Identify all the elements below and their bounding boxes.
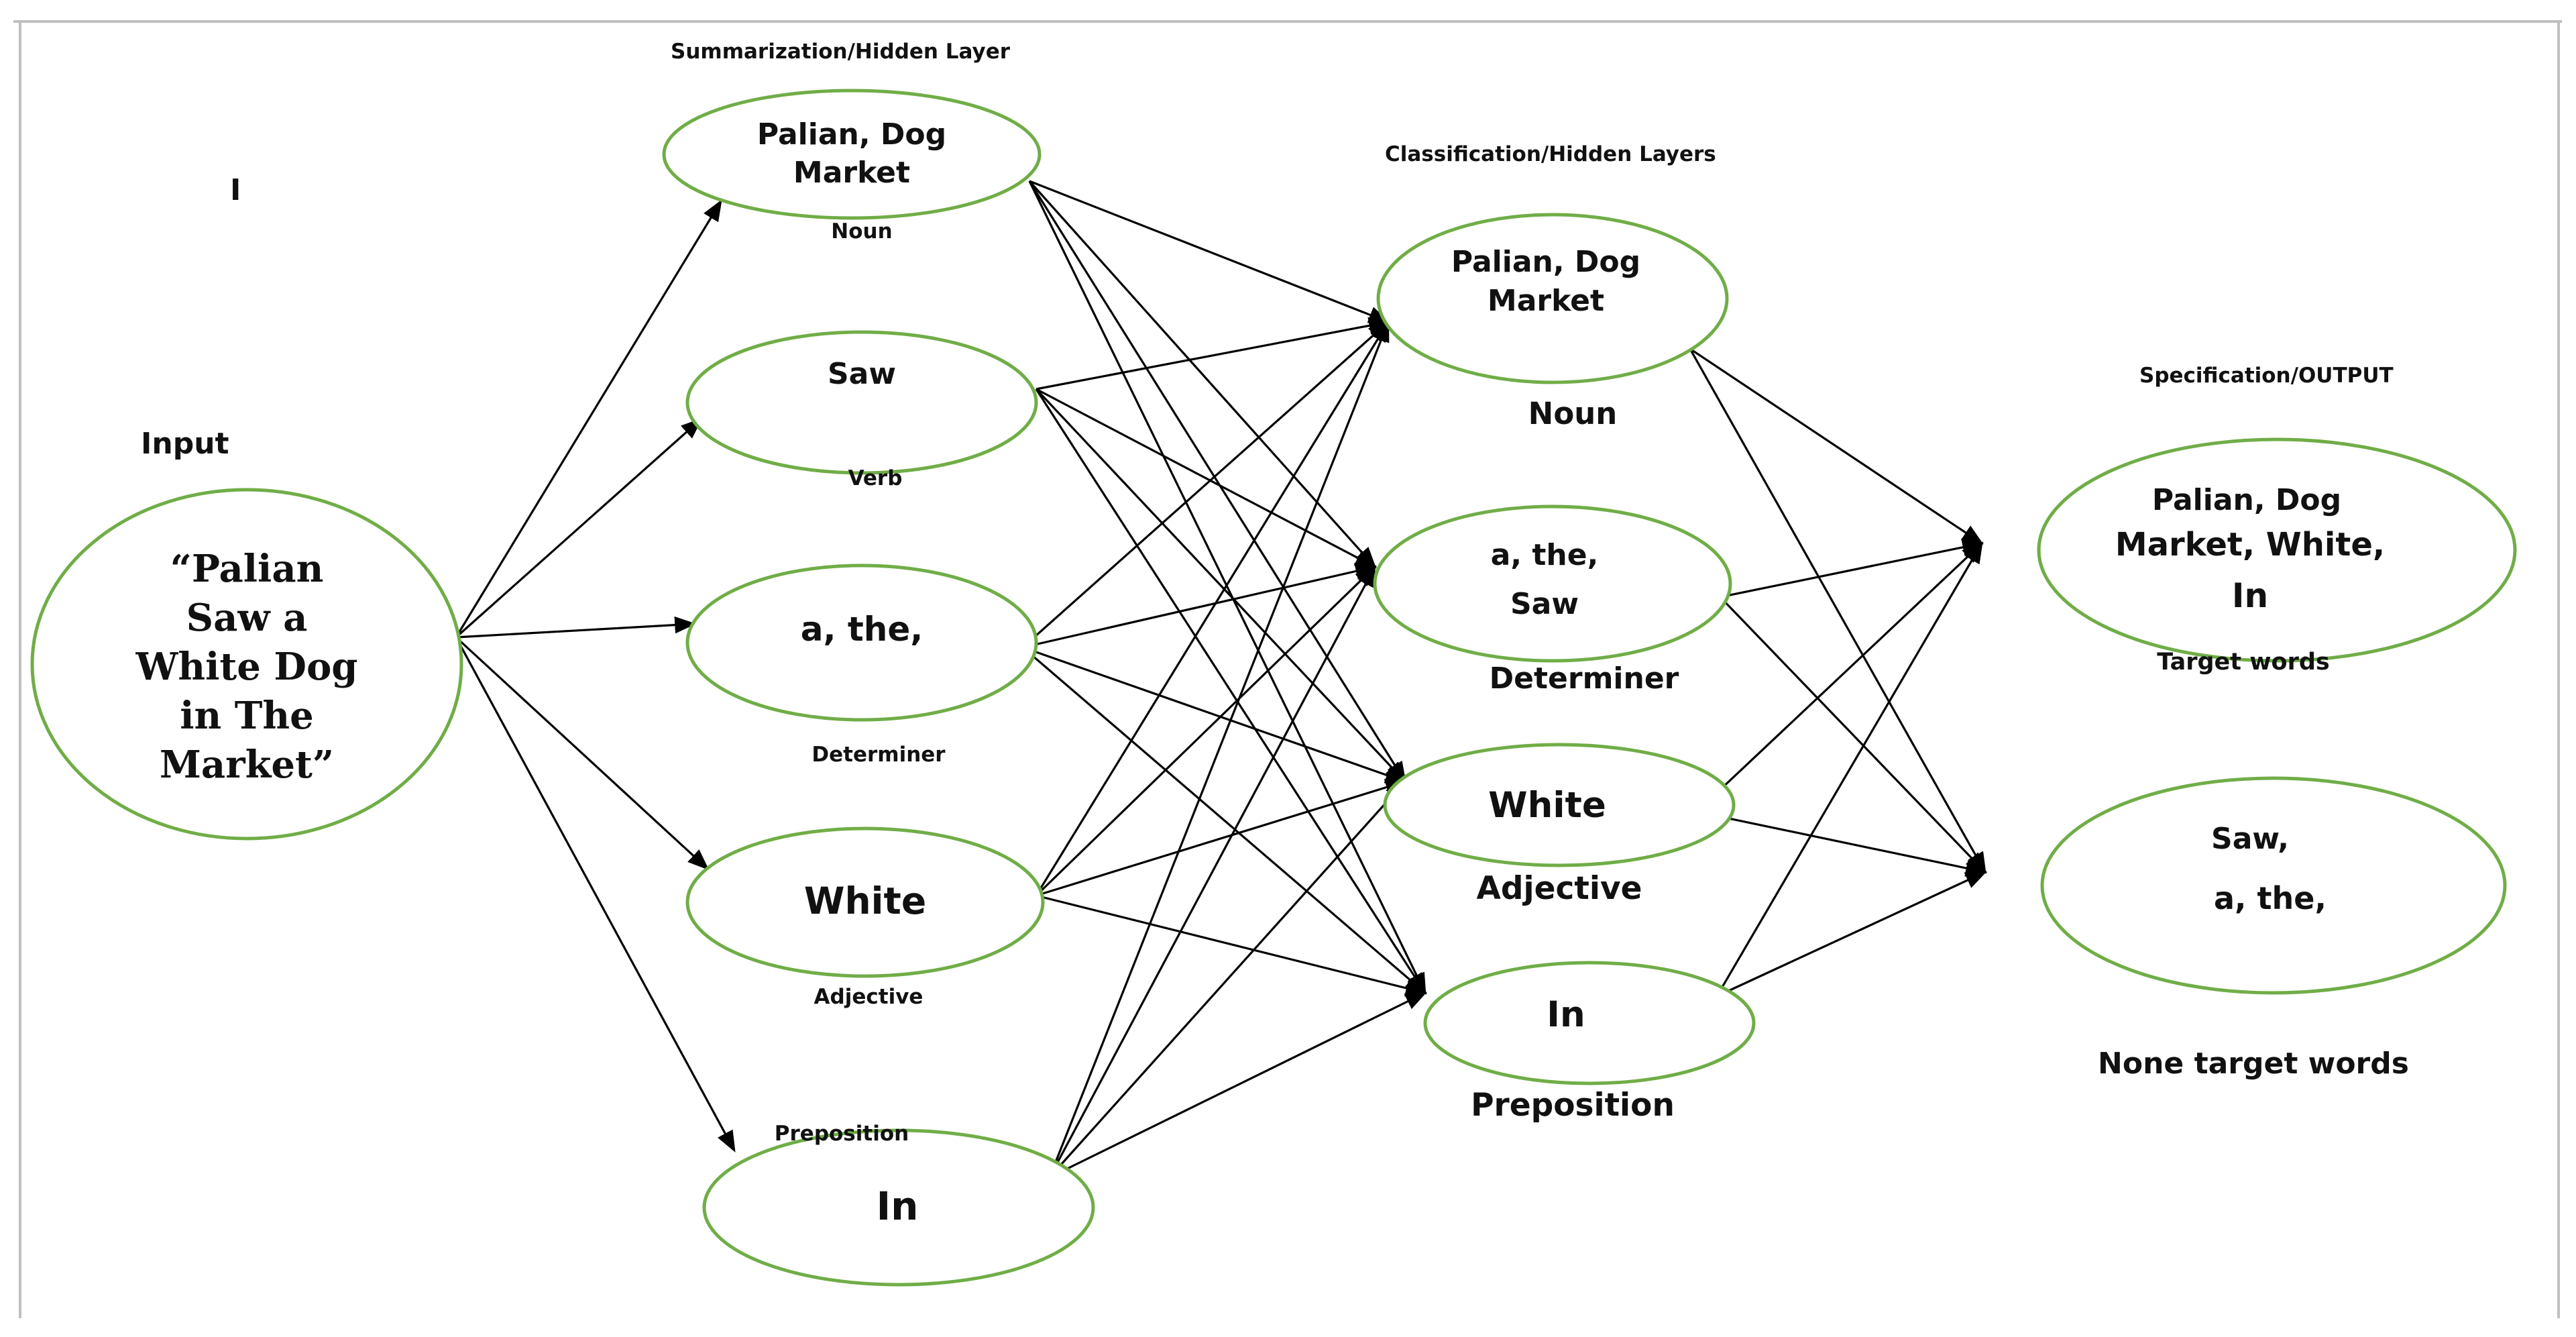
heading-input: Input <box>141 427 229 461</box>
edge-layer1-2-to-layer2-2 <box>1035 388 1377 568</box>
heading-classification: Classification/Hidden Layers <box>1385 142 1716 166</box>
layer2-determiner-tag: Determiner <box>1490 661 1679 696</box>
cursor-mark: I <box>230 173 241 207</box>
layer2-preposition-line-1: In <box>1547 994 1585 1035</box>
layer2-noun-line-1: Palian, Dog <box>1451 245 1640 279</box>
edge-layer2-3-to-output-1 <box>1695 541 1984 813</box>
edge-layer1-4-to-layer2-4 <box>1035 894 1428 997</box>
edge-layer2-1-to-output-2 <box>1689 348 1986 874</box>
input-text-line-2: Saw a <box>186 596 308 640</box>
layer2-adjective-line-1: White <box>1488 785 1606 826</box>
output-target-line-1: Palian, Dog <box>2152 483 2341 517</box>
edge-layer1-4-to-layer2-3 <box>1035 779 1408 897</box>
edge-layer2-2-to-output-1 <box>1720 539 1984 598</box>
layer1-node-adjective: White Adjective <box>685 826 1045 1009</box>
edge-layer1-3-to-layer2-3 <box>1022 646 1408 784</box>
edge-layer1-5-to-layer2-1 <box>1048 320 1390 1178</box>
edge-layer1-4-to-layer2-2 <box>1035 565 1377 897</box>
edge-input-to-layer1-1 <box>455 199 722 638</box>
layer1-determiner-line-1: a, the, <box>801 610 923 649</box>
edge-layer1-3-to-layer2-4 <box>1021 646 1427 995</box>
layer1-noun-tag: Noun <box>831 219 892 244</box>
layer2-node-adjective: White Adjective <box>1383 743 1736 907</box>
heading-summarization: Summarization/Hidden Layer <box>671 40 1011 64</box>
edge-layer1-5-to-layer2-4 <box>1049 992 1427 1179</box>
edge-layer1-3-to-layer2-2 <box>1022 562 1378 649</box>
layer1-node-noun: Palian, Dog Market Noun <box>662 89 1042 244</box>
layer1-node-determiner: a, the, Determiner <box>685 564 1038 767</box>
layer1-determiner-tag: Determiner <box>811 743 946 767</box>
output-nontarget-line-1: Saw, <box>2211 822 2289 856</box>
edge-layer2-1-to-output-1 <box>1689 347 1984 545</box>
heading-specification: Specification/OUTPUT <box>2139 364 2394 388</box>
edge-layer2-2-to-output-2 <box>1719 596 1987 874</box>
output-nontarget-line-2: a, the, <box>2214 880 2327 916</box>
edge-layer1-4-to-layer2-1 <box>1035 320 1390 896</box>
edge-layer1-1-to-layer2-4 <box>1028 180 1426 995</box>
layer2-determiner-line-1: a, the, <box>1491 538 1599 572</box>
layer1-noun-line-2: Market <box>793 156 910 190</box>
edge-layer1-1-to-layer2-3 <box>1028 180 1406 784</box>
layer2-preposition-tag: Preposition <box>1471 1087 1675 1124</box>
edge-layer1-5-to-layer2-2 <box>1048 565 1376 1178</box>
output-target-tag: Target words <box>2157 649 2329 676</box>
layer1-node-preposition: Preposition In <box>702 1122 1095 1287</box>
layer2-noun-line-2: Market <box>1488 284 1604 318</box>
edge-layer1-2-to-layer2-1 <box>1035 317 1391 390</box>
edge-input-to-layer1-3 <box>455 616 697 639</box>
layer2-determiner-line-2: Saw <box>1510 587 1579 621</box>
edge-layer2-4-to-output-2 <box>1716 871 1987 998</box>
layer1-node-verb: Saw Verb <box>685 330 1038 490</box>
edge-layer1-3-to-layer2-1 <box>1021 320 1390 649</box>
edge-layer1-2-to-layer2-4 <box>1035 388 1426 995</box>
input-text-line-4: in The <box>180 694 314 738</box>
layer2-node-noun: Palian, Dog Market Noun <box>1376 213 1729 431</box>
layer1-verb-line-1: Saw <box>828 357 896 391</box>
input-text-line-1: “Palian <box>170 547 324 591</box>
edge-input-to-layer1-2 <box>455 417 703 639</box>
layer1-adjective-tag: Adjective <box>814 985 923 1009</box>
output-node-nontarget: Saw, a, the, None target words <box>2040 776 2507 1081</box>
input-text-line-5: Market” <box>160 743 334 787</box>
layer2-noun-tag: Noun <box>1528 396 1618 431</box>
layer1-verb-tag: Verb <box>848 466 903 490</box>
edge-input-to-layer1-4 <box>455 636 710 871</box>
output-node-target: Palian, Dog Market, White, In Target wor… <box>2037 437 2517 676</box>
edges-group <box>455 180 1988 1179</box>
input-node: “Palian Saw a White Dog in The Market” <box>30 488 463 841</box>
edge-input-to-layer1-5 <box>455 637 736 1153</box>
edge-layer1-1-to-layer2-2 <box>1028 180 1377 569</box>
layer2-node-preposition: In Preposition <box>1423 961 1756 1124</box>
edge-layer1-2-to-layer2-3 <box>1035 388 1407 784</box>
layer1-preposition-tag: Preposition <box>775 1122 909 1146</box>
layer2-adjective-tag: Adjective <box>1477 870 1642 907</box>
output-target-line-3: In <box>2232 576 2268 615</box>
output-nontarget-tag: None target words <box>2098 1047 2409 1081</box>
layer1-noun-line-1: Palian, Dog <box>757 117 946 152</box>
layer1-preposition-line-1: In <box>877 1183 919 1229</box>
edge-layer1-1-to-layer2-1 <box>1029 180 1390 323</box>
output-target-line-2: Market, White, <box>2115 526 2385 564</box>
edge-layer1-5-to-layer2-3 <box>1048 780 1407 1179</box>
input-text-line-3: White Dog <box>135 645 358 689</box>
layer1-adjective-line-1: White <box>804 879 926 922</box>
edge-layer2-4-to-output-1 <box>1716 541 1983 997</box>
edge-layer2-3-to-output-2 <box>1696 810 1988 877</box>
layer2-node-determiner: a, the, Saw Determiner <box>1373 504 1732 696</box>
